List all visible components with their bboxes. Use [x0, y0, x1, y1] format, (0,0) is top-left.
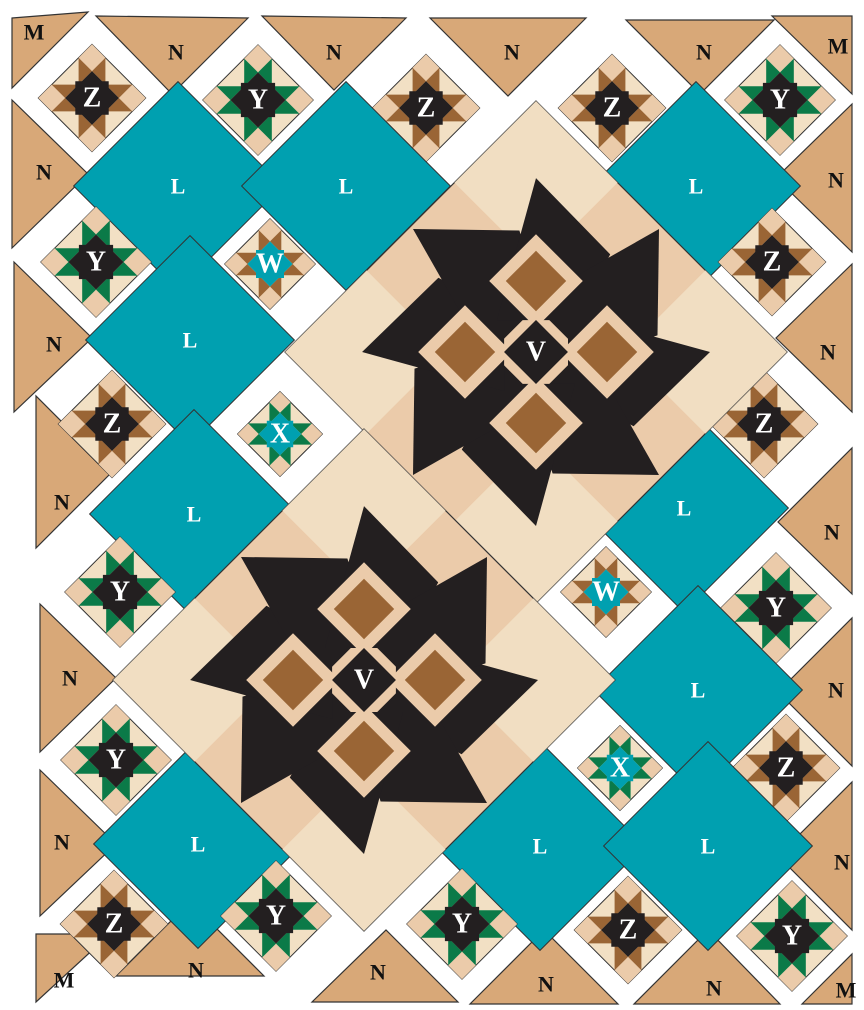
block-label: W: [592, 577, 620, 608]
block-label: Z: [763, 247, 782, 278]
block-label: Z: [417, 93, 436, 124]
block-label: N: [820, 340, 836, 365]
block-label: N: [62, 666, 78, 691]
block-label: Y: [452, 909, 472, 940]
block-label: V: [526, 337, 546, 368]
block-label: L: [339, 174, 354, 199]
block-label: Z: [619, 915, 638, 946]
block-label: X: [610, 753, 630, 784]
block-label: N: [36, 160, 52, 185]
block-label: Y: [106, 745, 126, 776]
block-label: N: [824, 520, 840, 545]
block-label: Y: [770, 85, 790, 116]
block-label: L: [191, 832, 206, 857]
block-label: Y: [782, 921, 802, 952]
block-label: M: [836, 978, 857, 1003]
block-label: N: [168, 40, 184, 65]
block-label: L: [677, 496, 692, 521]
block-label: L: [183, 328, 198, 353]
block-label: L: [171, 174, 186, 199]
block-label: Z: [603, 93, 622, 124]
block-label: Z: [777, 753, 796, 784]
block-label: L: [691, 678, 706, 703]
block-label: M: [828, 34, 849, 59]
block-label: N: [834, 850, 850, 875]
block-label: Z: [755, 409, 774, 440]
block-label: N: [46, 332, 62, 357]
block-label: N: [370, 960, 386, 985]
block-label: N: [188, 958, 204, 983]
block-label: N: [538, 972, 554, 997]
block-label: Z: [103, 409, 122, 440]
block-label: Z: [105, 909, 124, 940]
block-label: Y: [86, 247, 106, 278]
block-label: L: [689, 174, 704, 199]
block-label: N: [696, 40, 712, 65]
quilt-blocks: [38, 44, 847, 991]
block-label: N: [326, 40, 342, 65]
block-label: Y: [248, 85, 268, 116]
block-label: N: [54, 830, 70, 855]
block-label: N: [504, 40, 520, 65]
block-label: V: [354, 665, 374, 696]
block-label: L: [187, 502, 202, 527]
block-label: W: [256, 249, 284, 280]
block-label: X: [270, 419, 290, 450]
block-label: N: [828, 678, 844, 703]
block-label: L: [701, 834, 716, 859]
block-label: M: [24, 20, 45, 45]
block-label: N: [706, 976, 722, 1001]
block-label: L: [533, 834, 548, 859]
block-label: N: [54, 490, 70, 515]
block-label: Y: [110, 577, 130, 608]
block-label: Y: [766, 593, 786, 624]
block-label: M: [54, 968, 75, 993]
block-label: N: [828, 168, 844, 193]
block-label: Z: [83, 83, 102, 114]
block-label: Y: [266, 901, 286, 932]
